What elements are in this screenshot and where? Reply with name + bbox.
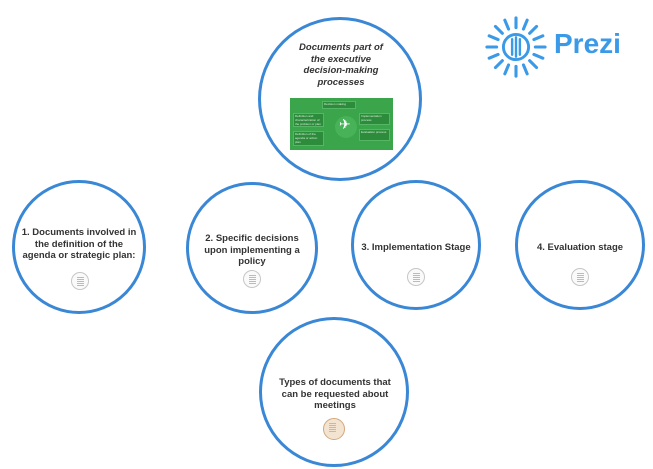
panel-box-agenda: Definition of the agenda or action plan — [293, 131, 324, 146]
stage-label: 3. Implementation Stage — [361, 242, 471, 253]
panel-box-implementation-process: Implementation process — [359, 113, 390, 125]
prezi-logo[interactable]: Prezi — [485, 14, 637, 80]
panel-box-evaluation-process: Evaluation process — [359, 129, 390, 141]
stage-thumbnail[interactable] — [243, 270, 261, 288]
plane-icon — [335, 116, 357, 138]
panel-box-decision-making: Decision making — [322, 101, 356, 109]
prezi-logo-icon — [485, 16, 547, 78]
panel-box-definition-problem: Definition and characterization of the p… — [293, 113, 324, 127]
stage-circle-2[interactable]: 2. Specific decisions upon implementing … — [186, 182, 318, 314]
topic-label: Types of documents that can be requested… — [279, 377, 391, 412]
topic-title: Documents part of the executive decision… — [299, 42, 383, 88]
topic-thumbnail[interactable] — [323, 418, 345, 440]
topic-circle-executive-documents[interactable]: Documents part of the executive decision… — [258, 17, 422, 181]
stage-thumbnail[interactable] — [407, 268, 425, 286]
stage-label: 2. Specific decisions upon implementing … — [204, 233, 300, 268]
stage-circle-3[interactable]: 3. Implementation Stage — [351, 180, 481, 310]
prezi-brand-name: Prezi — [554, 28, 621, 59]
topic-preview-panel[interactable]: Decision making Definition and character… — [290, 98, 393, 150]
stage-circle-4[interactable]: 4. Evaluation stage — [515, 180, 645, 310]
stage-thumbnail[interactable] — [71, 272, 89, 290]
stage-thumbnail[interactable] — [571, 268, 589, 286]
stage-circle-1[interactable]: 1. Documents involved in the definition … — [12, 180, 146, 314]
stage-label: 1. Documents involved in the definition … — [21, 227, 137, 262]
stage-label: 4. Evaluation stage — [536, 242, 624, 253]
topic-circle-meeting-documents[interactable]: Types of documents that can be requested… — [259, 317, 409, 467]
